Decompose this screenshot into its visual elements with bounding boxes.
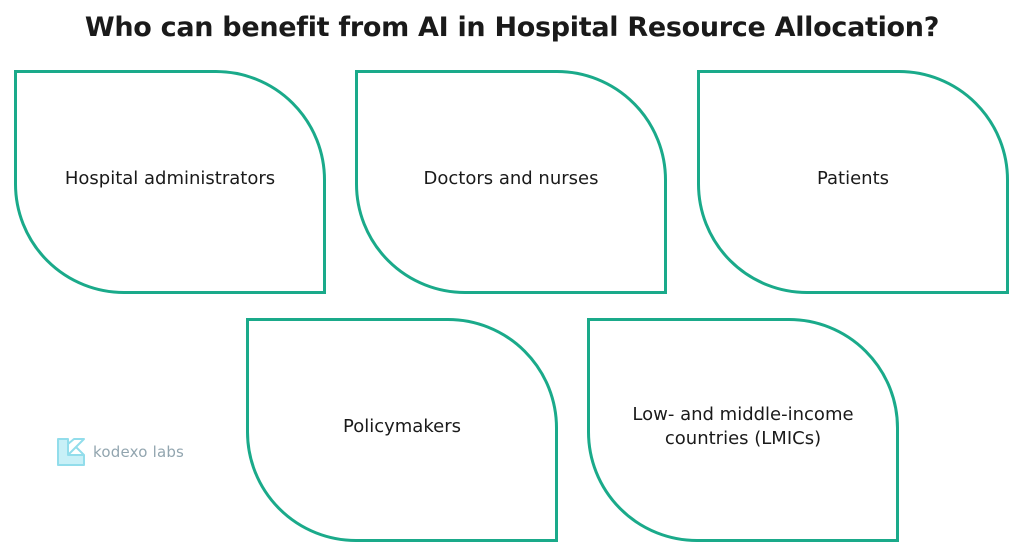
beneficiary-card-policymakers: Policymakers (246, 318, 558, 542)
beneficiary-card-doctors-and-nurses: Doctors and nurses (355, 70, 667, 294)
card-label: Policymakers (343, 415, 461, 437)
card-label: Low- and middle-income countries (LMICs) (632, 403, 854, 449)
kodexo-labs-logo: kodexo labs (55, 436, 184, 468)
beneficiary-card-patients: Patients (697, 70, 1009, 294)
card-label: Doctors and nurses (423, 167, 599, 189)
page-title: Who can benefit from AI in Hospital Reso… (84, 12, 940, 43)
kodexo-logo-icon (57, 438, 85, 466)
beneficiary-card-hospital-administrators: Hospital administrators (14, 70, 326, 294)
logo-text: kodexo labs (93, 443, 185, 461)
beneficiary-card-lmics: Low- and middle-income countries (LMICs) (587, 318, 899, 542)
card-label: Hospital administrators (64, 167, 276, 189)
card-label: Patients (816, 167, 890, 189)
